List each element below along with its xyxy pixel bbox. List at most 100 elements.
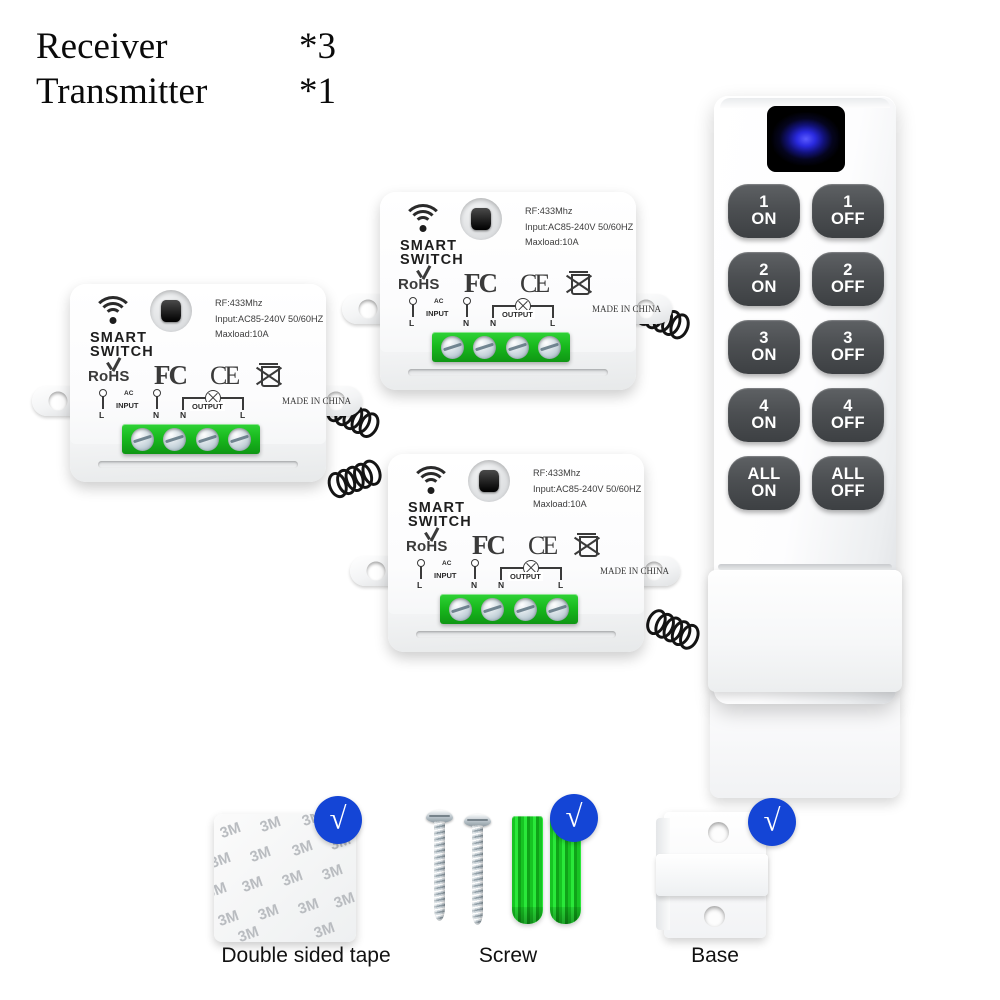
blue-led-indicator (767, 106, 845, 172)
spec-rf: RF:433Mhz (533, 468, 581, 478)
spec-block: RF:433Mhz Input:AC85-240V 50/60HZ Maxloa… (215, 296, 323, 343)
wall-mount-bracket-icon (656, 812, 774, 938)
pairing-button[interactable] (468, 460, 510, 502)
pairing-button[interactable] (150, 290, 192, 332)
terminal-screw[interactable] (448, 597, 472, 621)
terminal-legend: L AC INPUT N OUTPUT N L (94, 389, 274, 420)
spec-input: Input:AC85-240V 50/60HZ (533, 483, 642, 494)
button-number: 4 (843, 397, 853, 415)
tape-brand-mark: 3M (257, 814, 284, 837)
certification-marks: RoHS FC CE (398, 267, 626, 300)
button-all-on[interactable]: ALL ON (728, 456, 800, 510)
terminal-screw[interactable] (513, 597, 537, 621)
weee-crossed-bin-icon (574, 532, 600, 560)
button-3-on[interactable]: 3 ON (728, 320, 800, 374)
included-check-badge: √ (550, 794, 598, 842)
terminal-screw[interactable] (481, 597, 505, 621)
headline-transmitter-qty: *1 (299, 71, 336, 112)
origin-label: MADE IN CHINA (600, 566, 669, 576)
button-state: OFF (831, 210, 865, 228)
tape-brand-mark: 3M (215, 906, 242, 931)
included-check-badge: √ (748, 798, 796, 846)
button-2-on[interactable]: 2 ON (728, 252, 800, 306)
button-state: OFF (831, 278, 865, 296)
ce-icon: CE (210, 361, 240, 390)
terminal-screw[interactable] (130, 427, 154, 451)
terminal-block (432, 332, 570, 362)
spec-block: RF:433Mhz Input:AC85-240V 50/60HZ Maxloa… (525, 204, 633, 251)
screw-icon (426, 810, 453, 928)
legend-output: OUTPUT (508, 572, 543, 581)
wifi-signal-icon (410, 466, 452, 496)
rohs-check-icon (416, 267, 433, 278)
fcc-icon: FC (154, 360, 188, 390)
button-state: ON (751, 210, 777, 228)
rohs-check-icon (424, 529, 441, 540)
remote-holder-lower (710, 692, 900, 798)
legend-input-n: N (471, 580, 478, 590)
legend-output-l: L (240, 410, 246, 420)
headline-row-receiver: Receiver *3 (36, 24, 336, 69)
legend-input-n: N (153, 410, 160, 420)
button-4-on[interactable]: 4 ON (728, 388, 800, 442)
button-number: ALL (747, 465, 781, 483)
terminal-screw[interactable] (473, 335, 497, 359)
legend-input-l: L (99, 410, 105, 420)
button-4-off[interactable]: 4 OFF (812, 388, 884, 442)
rohs-label: RoHS (398, 276, 440, 293)
button-3-off[interactable]: 3 OFF (812, 320, 884, 374)
terminal-screw[interactable] (546, 597, 570, 621)
terminal-screw[interactable] (228, 427, 252, 451)
button-state: ON (751, 346, 777, 364)
weee-crossed-bin-icon (566, 270, 592, 298)
wifi-signal-icon (92, 296, 134, 326)
legend-ac: AC (124, 390, 134, 397)
included-check-badge: √ (314, 796, 362, 844)
button-state: OFF (831, 414, 865, 432)
tape-brand-mark: 3M (217, 818, 244, 843)
legend-output-n: N (180, 410, 187, 420)
button-number: 2 (843, 261, 853, 279)
button-1-on[interactable]: 1 ON (728, 184, 800, 238)
rohs-check-icon (106, 359, 123, 370)
terminal-block (440, 594, 578, 624)
legend-output: OUTPUT (500, 310, 535, 319)
pairing-button[interactable] (460, 198, 502, 240)
button-number: 1 (843, 193, 853, 211)
terminal-screw[interactable] (195, 427, 219, 451)
button-number: 2 (759, 261, 769, 279)
tape-brand-mark: 3M (311, 918, 338, 942)
terminal-screw[interactable] (505, 335, 529, 359)
button-1-off[interactable]: 1 OFF (812, 184, 884, 238)
quantity-headline: Receiver *3 Transmitter *1 (36, 24, 336, 114)
terminal-screw[interactable] (163, 427, 187, 451)
button-state: OFF (831, 346, 865, 364)
button-number: 1 (759, 193, 769, 211)
wifi-signal-icon (402, 204, 444, 234)
remote-top-edge (720, 98, 890, 108)
rohs-label: RoHS (88, 368, 130, 385)
remote-seam (718, 564, 892, 570)
remote-transmitter: 1 ON 1 OFF 2 ON 2 OFF 3 ON (708, 96, 902, 798)
legend-input: INPUT (116, 401, 139, 410)
terminal-screw[interactable] (538, 335, 562, 359)
headline-transmitter-label: Transmitter (36, 71, 208, 112)
accessory-base: √ Base (630, 798, 820, 980)
button-2-off[interactable]: 2 OFF (812, 252, 884, 306)
check-mark-icon: √ (565, 798, 583, 834)
legend-output-l: L (558, 580, 564, 590)
button-state: ON (751, 414, 777, 432)
button-all-off[interactable]: ALL OFF (812, 456, 884, 510)
tape-brand-mark: 3M (331, 888, 356, 913)
terminal-screw[interactable] (440, 335, 464, 359)
headline-receiver-label: Receiver (36, 26, 168, 67)
spec-maxload: Maxload:10A (525, 237, 579, 247)
tape-brand-mark: 3M (214, 848, 234, 873)
legend-output-n: N (490, 318, 497, 328)
terminal-legend: L AC INPUT N OUTPUT N L (412, 559, 592, 590)
